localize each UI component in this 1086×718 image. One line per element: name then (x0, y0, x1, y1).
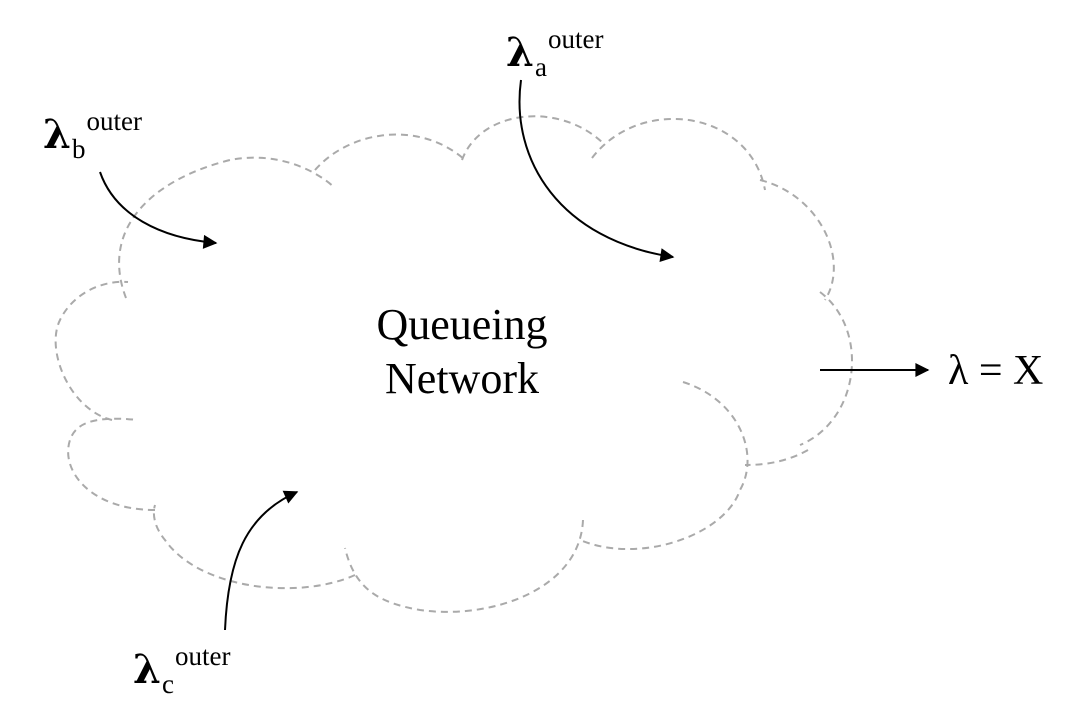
output-label: λ = X (948, 348, 1044, 394)
cloud-title-line1: Queueing (376, 300, 548, 349)
input-arrow-b (99, 171, 218, 249)
lambda-symbol: λ (506, 29, 535, 76)
superscript: outer (86, 106, 143, 136)
cloud-title-line2: Network (385, 354, 539, 403)
cloud-outline (54, 115, 853, 613)
subscript: a (535, 52, 548, 82)
cloud-title: Queueing Network (312, 298, 612, 406)
input-label-b: λbouter (43, 108, 142, 163)
input-label-a: λaouter (506, 26, 604, 81)
input-label-c: λcouter (133, 643, 231, 698)
input-arrow-c (224, 490, 299, 631)
input-arrow-a (518, 79, 675, 263)
lambda-symbol: λ (133, 646, 162, 693)
lambda-symbol: λ (43, 111, 72, 158)
subscript: c (162, 669, 175, 699)
superscript: outer (175, 641, 231, 671)
subscript: b (72, 134, 86, 164)
superscript: outer (548, 24, 604, 54)
